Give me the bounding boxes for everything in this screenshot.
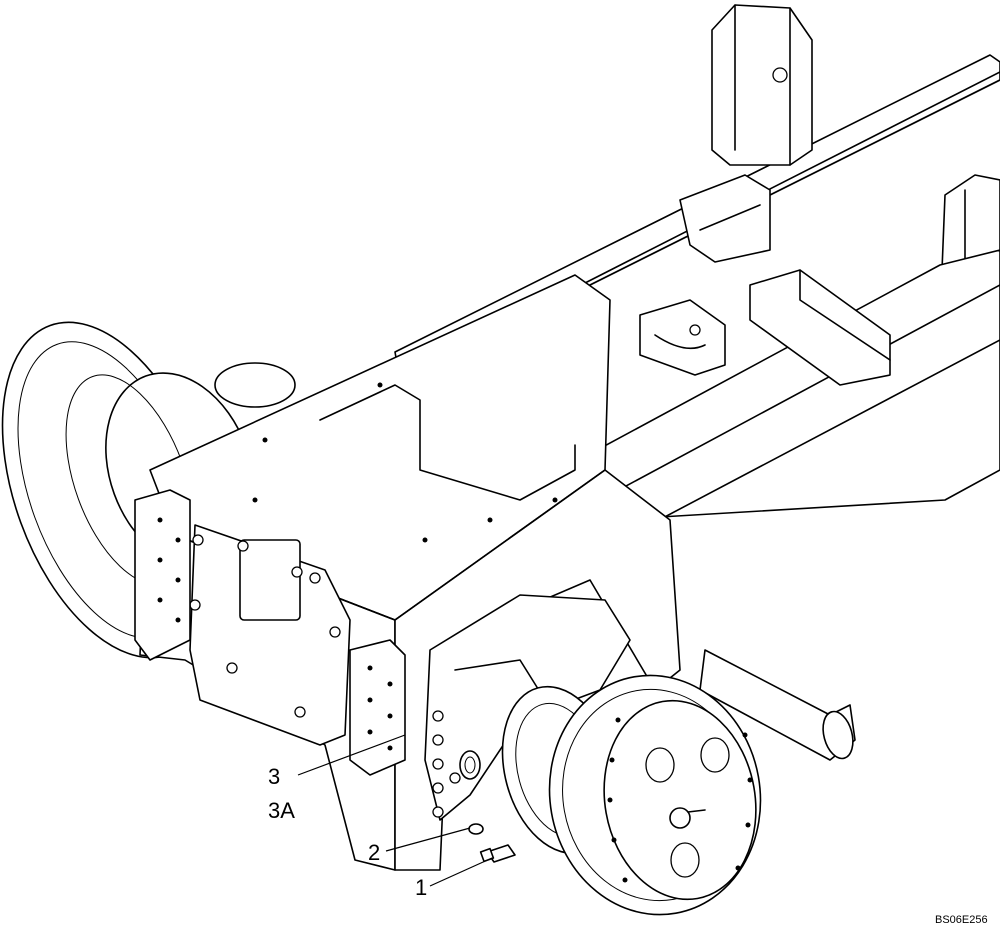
leader-lines: [297, 734, 493, 887]
figure-id: BS06E256: [935, 914, 988, 926]
callout-2: 2: [368, 840, 380, 865]
leader-2: [385, 827, 471, 852]
callout-3: 3: [268, 764, 280, 789]
axle-housing: [134, 274, 681, 871]
washer-part: [468, 823, 484, 835]
callout-1: 1: [415, 875, 427, 900]
right-wheel-hub: [501, 674, 762, 916]
leader-1: [429, 857, 493, 887]
leader-3: [297, 734, 406, 776]
hardware-parts: [468, 823, 516, 863]
callout-3a: 3A: [268, 798, 295, 823]
